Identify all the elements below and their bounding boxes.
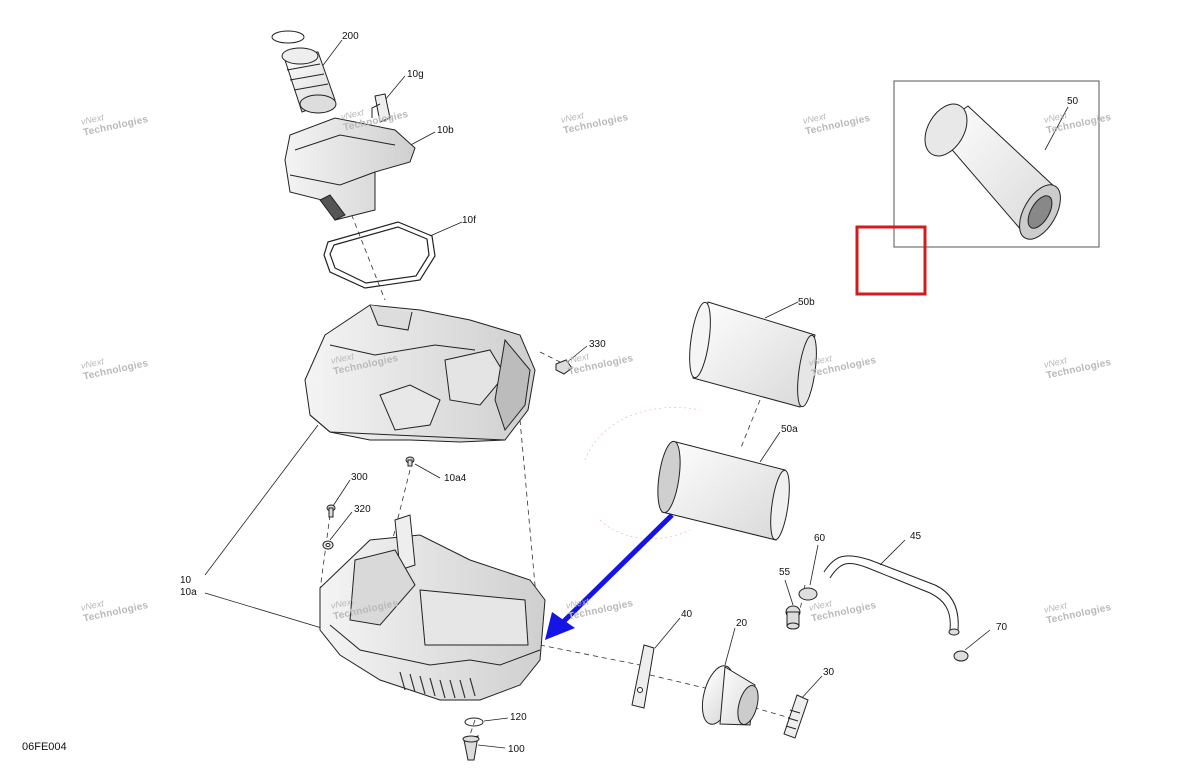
part-nut-330 bbox=[555, 359, 573, 375]
callout-10a: 10a bbox=[180, 587, 197, 598]
direction-arrow bbox=[545, 513, 674, 640]
part-airbox-upper-10 bbox=[304, 304, 536, 443]
part-duct-20 bbox=[701, 665, 759, 726]
part-gasket-10f bbox=[323, 221, 436, 289]
part-screw-300 bbox=[326, 504, 336, 518]
highlight-box bbox=[855, 225, 927, 296]
callout-10f: 10f bbox=[462, 215, 476, 226]
part-washer-320 bbox=[322, 540, 334, 550]
part-filter-element-50a bbox=[657, 440, 790, 541]
callout-120: 120 bbox=[510, 712, 527, 723]
part-clip-10g bbox=[371, 93, 391, 123]
diagram-code: 06FE004 bbox=[22, 741, 67, 753]
callout-50a: 50a bbox=[781, 424, 798, 435]
callout-70: 70 bbox=[996, 622, 1008, 633]
callout-10: 10 bbox=[180, 575, 192, 586]
part-prefilter-50b bbox=[689, 301, 817, 408]
callout-50b: 50b bbox=[798, 297, 815, 308]
callout-330: 330 bbox=[589, 339, 606, 350]
callout-320: 320 bbox=[354, 504, 371, 515]
part-screw-10a4 bbox=[405, 456, 415, 467]
part-clamp-120 bbox=[464, 717, 484, 727]
callout-10a4: 10a4 bbox=[444, 473, 467, 484]
callout-10g: 10g bbox=[407, 69, 424, 80]
part-intake-boot-200 bbox=[271, 30, 337, 114]
part-drain-hose-45 bbox=[823, 555, 960, 636]
callout-45: 45 bbox=[910, 531, 922, 542]
callout-10b: 10b bbox=[437, 125, 454, 136]
callout-40: 40 bbox=[681, 609, 693, 620]
part-clamp-60 bbox=[798, 587, 818, 601]
callout-55: 55 bbox=[779, 567, 791, 578]
part-airbox-lower-10a bbox=[319, 514, 546, 701]
callout-20: 20 bbox=[736, 618, 748, 629]
part-clamp-70 bbox=[953, 650, 969, 662]
callout-30: 30 bbox=[823, 667, 835, 678]
part-air-filter-assembly-50 bbox=[924, 103, 1061, 240]
part-drain-valve-100 bbox=[462, 735, 480, 761]
part-airbox-cover-10b bbox=[284, 117, 416, 221]
callout-100: 100 bbox=[508, 744, 525, 755]
callout-50: 50 bbox=[1067, 96, 1079, 107]
part-adapter-plate-40 bbox=[631, 644, 655, 709]
callout-60: 60 bbox=[814, 533, 826, 544]
callout-300: 300 bbox=[351, 472, 368, 483]
inset-frame bbox=[893, 80, 1100, 248]
scan-artifact-marks bbox=[584, 407, 701, 539]
part-hose-clamp-30 bbox=[783, 694, 809, 739]
callout-200: 200 bbox=[342, 31, 359, 42]
part-fitting-55 bbox=[785, 605, 801, 630]
